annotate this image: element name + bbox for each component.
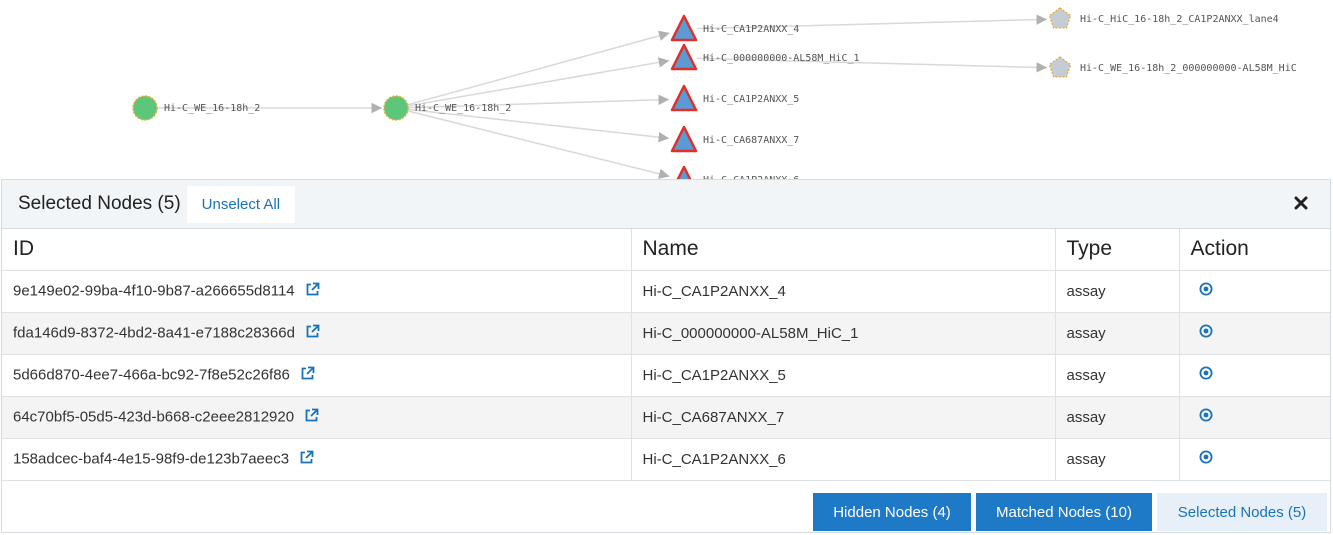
node-id-text: 9e149e02-99ba-4f10-9b87-a266655d8114 [13, 281, 295, 299]
graph-node-circle[interactable] [132, 95, 158, 121]
cell-name: Hi-C_000000000-AL58M_HiC_1 [631, 312, 1056, 355]
table-row: fda146d9-8372-4bd2-8a41-e7188c28366d Hi-… [2, 312, 1330, 355]
table-row: 9e149e02-99ba-4f10-9b87-a266655d8114 Hi-… [2, 270, 1330, 313]
close-icon[interactable] [1290, 192, 1312, 214]
external-link-icon[interactable] [305, 282, 320, 301]
graph-edge [407, 108, 670, 143]
focus-target-icon[interactable] [1199, 450, 1213, 468]
cell-action [1179, 354, 1330, 397]
external-link-icon[interactable] [299, 450, 314, 469]
graph-edge [407, 57, 670, 107]
graph-node-triangle[interactable] [670, 14, 698, 42]
table-row: 5d66d870-4ee7-466a-bc92-7f8e52c26f86 Hi-… [2, 354, 1330, 397]
panel-title: Selected Nodes (5) [18, 193, 181, 214]
cell-type: assay [1055, 438, 1180, 481]
cell-type: assay [1055, 312, 1180, 355]
table-row: 64c70bf5-05d5-423d-b668-c2eee2812920 Hi-… [2, 396, 1330, 439]
graph-node-pentagon[interactable] [1048, 7, 1072, 29]
cell-action [1179, 270, 1330, 313]
cell-action [1179, 396, 1330, 439]
cell-name: Hi-C_CA687ANXX_7 [631, 396, 1056, 439]
graph-edge [696, 57, 1048, 73]
graph-node-pentagon[interactable] [1048, 56, 1072, 78]
graph-node-label: Hi-C_CA687ANXX_7 [703, 135, 799, 146]
panel-header: Selected Nodes (5) Unselect All [2, 180, 1330, 229]
graph-node-label: Hi-C_HiC_16-18h_2_CA1P2ANXX_lane4 [1080, 14, 1279, 25]
graph-node-label: Hi-C_000000000-AL58M_HiC_1 [703, 53, 860, 64]
graph-node-label: Hi-C_WE_16-18h_2 [164, 103, 260, 114]
external-link-icon[interactable] [304, 408, 319, 427]
hidden-nodes-button[interactable]: Hidden Nodes (4) [813, 493, 971, 531]
focus-target-icon[interactable] [1199, 324, 1213, 342]
selected-nodes-button[interactable]: Selected Nodes (5) [1157, 493, 1327, 531]
matched-nodes-button[interactable]: Matched Nodes (10) [976, 493, 1152, 531]
cell-action [1179, 312, 1330, 355]
cell-type: assay [1055, 354, 1180, 397]
node-id-text: fda146d9-8372-4bd2-8a41-e7188c28366d [13, 323, 295, 341]
column-header-name: Name [631, 229, 1056, 271]
graph-node-label: Hi-C_CA1P2ANXX_5 [703, 94, 799, 105]
external-link-icon[interactable] [300, 366, 315, 385]
graph-edge [696, 14, 1048, 30]
graph-node-triangle[interactable] [670, 84, 698, 112]
table-row: 158adcec-baf4-4e15-98f9-de123b7aeec3 Hi-… [2, 438, 1330, 481]
node-id-text: 158adcec-baf4-4e15-98f9-de123b7aeec3 [13, 449, 290, 467]
cell-type: assay [1055, 396, 1180, 439]
cell-name: Hi-C_CA1P2ANXX_4 [631, 270, 1056, 313]
cell-id: 9e149e02-99ba-4f10-9b87-a266655d8114 [2, 270, 632, 313]
graph-node-triangle[interactable] [670, 125, 698, 153]
column-header-id: ID [2, 229, 632, 271]
cell-id: 158adcec-baf4-4e15-98f9-de123b7aeec3 [2, 438, 632, 481]
cell-name: Hi-C_CA1P2ANXX_6 [631, 438, 1056, 481]
graph-edges [157, 14, 1048, 179]
graph-edge [407, 110, 670, 179]
cell-id: 5d66d870-4ee7-466a-bc92-7f8e52c26f86 [2, 354, 632, 397]
node-id-text: 5d66d870-4ee7-466a-bc92-7f8e52c26f86 [13, 365, 290, 383]
focus-target-icon[interactable] [1199, 282, 1213, 300]
focus-target-icon[interactable] [1199, 408, 1213, 426]
table-header-row: ID Name Type Action [2, 229, 1330, 271]
node-id-text: 64c70bf5-05d5-423d-b668-c2eee2812920 [13, 407, 295, 425]
graph-edge [407, 94, 670, 109]
cell-action [1179, 438, 1330, 481]
column-header-action: Action [1179, 229, 1330, 271]
column-header-type: Type [1055, 229, 1180, 271]
graph-node-label: Hi-C_WE_16-18h_2_000000000-AL58M_HiC [1080, 63, 1297, 74]
graph-node-label: Hi-C_CA1P2ANXX_4 [703, 24, 799, 35]
cell-id: 64c70bf5-05d5-423d-b668-c2eee2812920 [2, 396, 632, 439]
cell-name: Hi-C_CA1P2ANXX_5 [631, 354, 1056, 397]
graph-node-triangle[interactable] [670, 43, 698, 71]
graph-edge [407, 30, 670, 106]
graph-node-label: Hi-C_CA1P2ANXX_6 [703, 175, 799, 180]
graph-node-circle[interactable] [383, 95, 409, 121]
selected-nodes-table: ID Name Type Action 9e149e02-99ba-4f10-9… [2, 229, 1330, 481]
cell-type: assay [1055, 270, 1180, 313]
focus-target-icon[interactable] [1199, 366, 1213, 384]
external-link-icon[interactable] [305, 324, 320, 343]
cell-id: fda146d9-8372-4bd2-8a41-e7188c28366d [2, 312, 632, 355]
graph-node-label: Hi-C_WE_16-18h_2 [415, 103, 511, 114]
panel-footer: Hidden Nodes (4) Matched Nodes (10) Sele… [2, 484, 1330, 532]
unselect-all-button[interactable]: Unselect All [186, 185, 296, 223]
selected-nodes-panel: Selected Nodes (5) Unselect All ID Name … [1, 179, 1331, 533]
